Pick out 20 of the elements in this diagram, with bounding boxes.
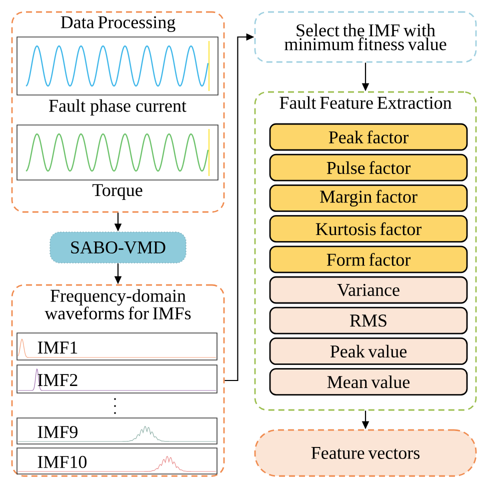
process-box: SABO-VMD (50, 232, 186, 264)
feature-box: Variance (269, 276, 468, 304)
plot-caption: Fault phase current (49, 99, 186, 116)
spectrum-panel: IMF9 (16, 418, 218, 444)
spectrum-panel: IMF2 (16, 364, 218, 394)
waveform-plot (16, 124, 218, 180)
spectrum-panel: IMF10 (16, 448, 218, 474)
spectrum-panel: IMF1 (16, 332, 218, 360)
feature-box: Margin factor (269, 184, 468, 212)
waveform-plot (16, 36, 218, 96)
process-box: Select the IMF with minimum fitness value (254, 11, 477, 63)
result-box: Feature vectors (254, 429, 477, 477)
feature-box: Form factor (269, 246, 468, 274)
feature-box: Mean value (269, 368, 468, 396)
feature-box: RMS (269, 306, 468, 334)
feature-box: Pulse factor (269, 154, 468, 182)
plot-caption: Torque (92, 184, 142, 200)
feature-box: Peak value (269, 338, 468, 365)
feature-box: Peak factor (269, 123, 468, 151)
feature-box: Kurtosis factor (269, 215, 468, 242)
